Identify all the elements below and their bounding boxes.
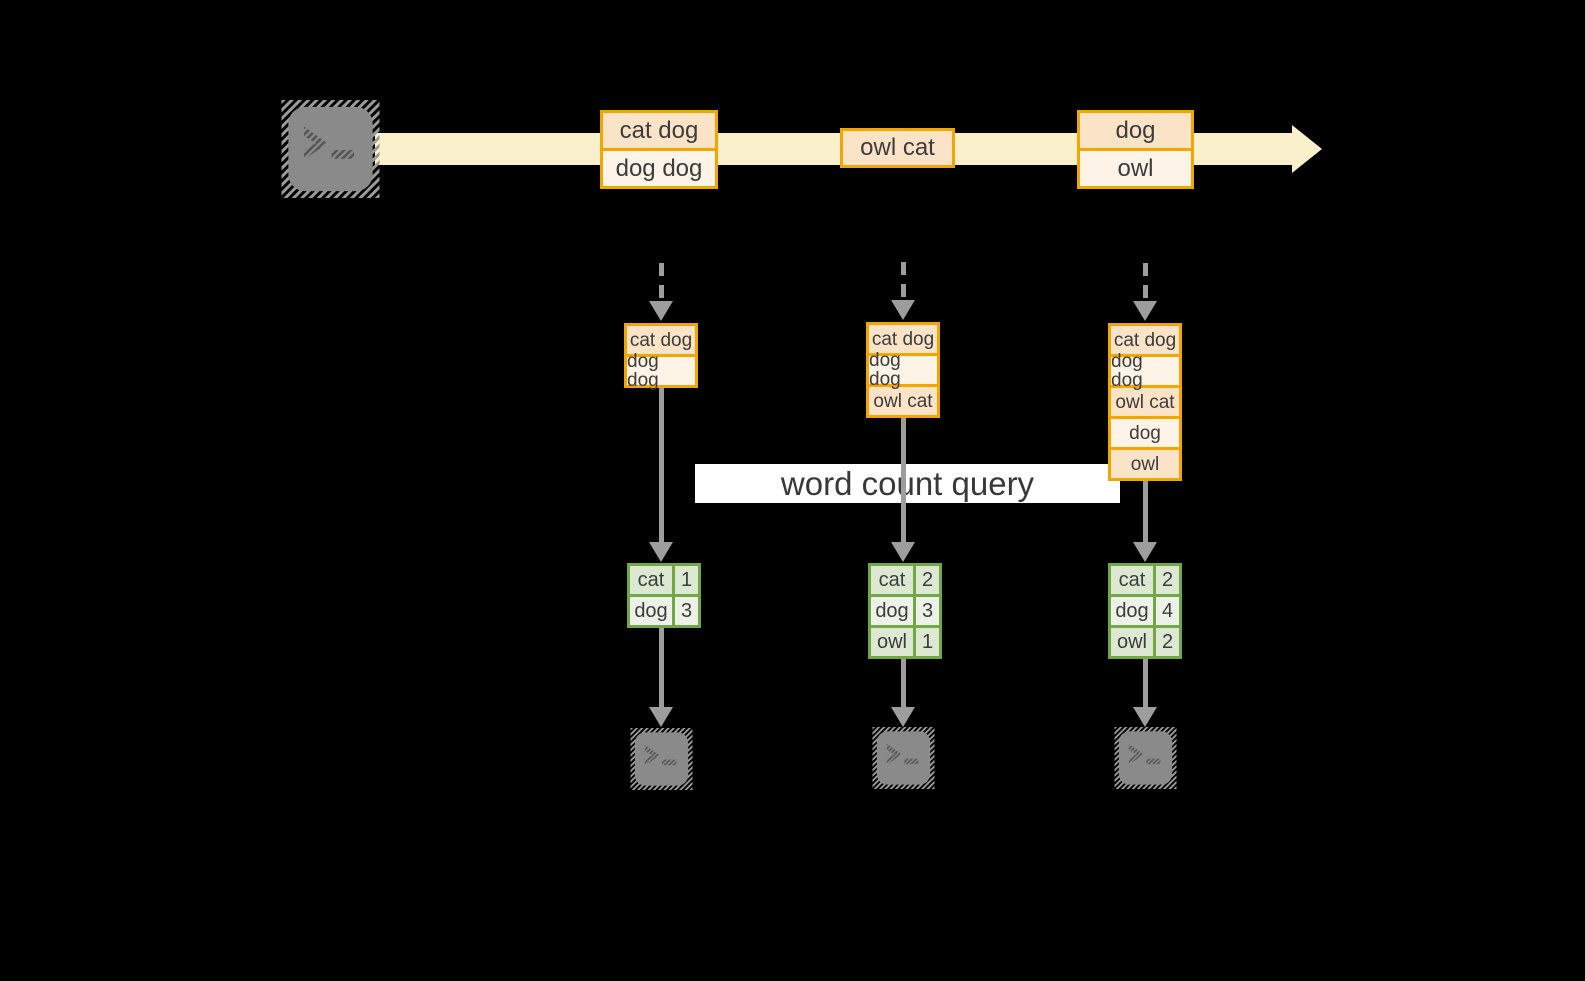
stack-line: dog dog <box>627 352 695 390</box>
stack-line: owl cat <box>869 387 937 415</box>
count-row: cat 1 <box>630 566 698 594</box>
input-stack-1: cat dog dog dog <box>624 323 698 390</box>
batch-line: dog dog <box>603 151 715 186</box>
stack-line: owl <box>1111 450 1179 478</box>
stack-line: dog <box>1111 419 1179 447</box>
count-row: owl 1 <box>871 628 939 656</box>
query-banner-label: word count query <box>780 464 1035 502</box>
count-table-3: cat 2 dog 4 owl 2 <box>1108 563 1182 659</box>
stack-line: dog dog <box>869 351 937 389</box>
stream-batch-2: owl cat <box>840 128 955 168</box>
count-cell: 4 <box>1156 597 1179 625</box>
word-cell: dog <box>1111 597 1153 625</box>
count-row: dog 3 <box>630 597 698 625</box>
arrow-down-icon <box>1133 263 1157 321</box>
count-row: owl 2 <box>1111 628 1179 656</box>
arrow-down-icon <box>649 388 673 562</box>
batch-line: dog <box>1080 113 1191 148</box>
arrow-down-icon <box>891 262 915 320</box>
count-table-1: cat 1 dog 3 <box>627 563 701 628</box>
query-banner: word count query <box>695 464 1120 503</box>
word-cell: dog <box>630 597 672 625</box>
count-cell: 2 <box>1156 628 1179 656</box>
word-cell: cat <box>871 566 913 594</box>
stack-line: cat dog <box>1111 326 1179 354</box>
count-cell: 3 <box>916 597 939 625</box>
batch-line: owl <box>1080 151 1191 186</box>
word-cell: owl <box>1111 628 1153 656</box>
word-cell: dog <box>871 597 913 625</box>
arrow-right-icon <box>1292 125 1322 173</box>
word-cell: owl <box>871 628 913 656</box>
count-cell: 1 <box>916 628 939 656</box>
count-table-2: cat 2 dog 3 owl 1 <box>868 563 942 659</box>
word-cell: cat <box>1111 566 1153 594</box>
terminal-icon <box>872 727 935 789</box>
count-cell: 2 <box>1156 566 1179 594</box>
stack-line: cat dog <box>627 326 695 354</box>
arrow-down-icon <box>891 659 915 727</box>
terminal-icon <box>1114 727 1177 789</box>
input-stack-2: cat dog dog dog owl cat <box>866 322 940 418</box>
arrow-down-icon <box>649 628 673 727</box>
stream-batch-3: dog owl <box>1077 110 1194 189</box>
batch-line: cat dog <box>603 113 715 148</box>
count-cell: 1 <box>675 566 698 594</box>
terminal-icon <box>630 728 693 790</box>
batch-line: owl cat <box>843 131 952 165</box>
stack-line: owl cat <box>1111 388 1179 416</box>
arrow-down-icon <box>1133 659 1157 727</box>
stack-line: dog dog <box>1111 352 1179 390</box>
word-cell: cat <box>630 566 672 594</box>
count-row: cat 2 <box>1111 566 1179 594</box>
stack-line: cat dog <box>869 325 937 353</box>
count-row: dog 3 <box>871 597 939 625</box>
count-cell: 2 <box>916 566 939 594</box>
count-row: dog 4 <box>1111 597 1179 625</box>
stream-batch-1: cat dog dog dog <box>600 110 718 189</box>
arrow-down-icon <box>649 263 673 321</box>
count-row: cat 2 <box>871 566 939 594</box>
arrow-down-icon <box>891 418 915 562</box>
arrow-down-icon <box>1133 481 1157 562</box>
count-cell: 3 <box>675 597 698 625</box>
terminal-icon <box>281 100 380 198</box>
input-stack-3: cat dog dog dog owl cat dog owl <box>1108 323 1182 481</box>
